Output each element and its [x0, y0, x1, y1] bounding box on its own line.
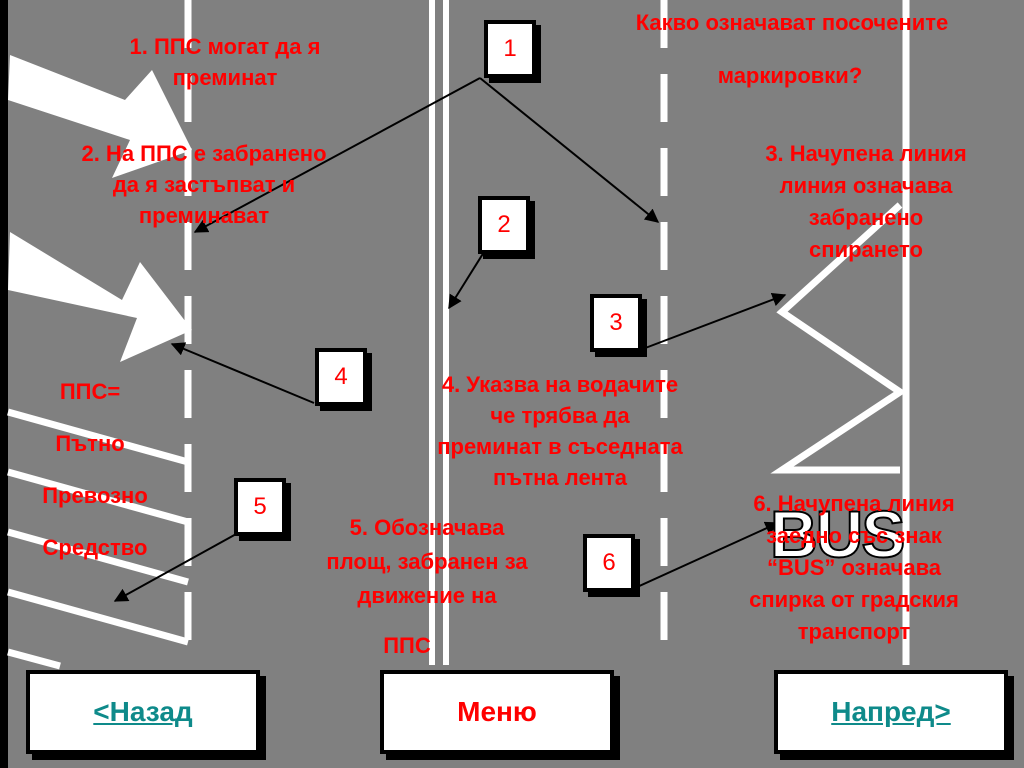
zigzag-line: [770, 202, 907, 474]
menu-label[interactable]: Меню: [457, 696, 537, 727]
pointer-arrow-1a: [193, 77, 481, 233]
diagonal-hatching: [7, 408, 189, 670]
label-4-line-3: преминат в съседната: [437, 434, 683, 459]
pointer-arrow-3: [639, 292, 787, 351]
label-6-line-3: “BUS” означава: [766, 555, 942, 580]
legend-word-2: Превозно: [42, 483, 148, 508]
back-link[interactable]: <Назад: [93, 696, 193, 727]
label-4: 4. Указва на водачите че трябва да преми…: [395, 369, 725, 493]
label-6-line-2: заедно със знак: [766, 523, 942, 548]
pointer-arrow-6: [634, 521, 780, 589]
left-edge: [0, 0, 8, 768]
label-2-line-3: преминават: [138, 203, 270, 228]
label-6-line-4: спирка от градския: [749, 587, 959, 612]
label-1: 1. ППС могат да я преминат: [75, 31, 375, 93]
label-2-line-1: 2. На ППС е забранено: [81, 141, 327, 166]
lane-change-arrow-top: [8, 55, 192, 178]
marker-1: 1: [484, 20, 536, 78]
label-3-line-3: забранено: [808, 205, 924, 230]
pointer-arrow-2: [448, 251, 485, 310]
label-2: 2. На ППС е забранено да я застъпват и п…: [36, 138, 372, 231]
label-5-line-3: движение на: [357, 583, 497, 608]
bus-marking: BUS: [769, 496, 906, 572]
label-1-line-2: преминат: [172, 65, 278, 90]
next-button[interactable]: Напред>: [774, 670, 1008, 754]
label-3-line-2: линия означава: [779, 173, 953, 198]
label-4-line-2: че трябва да: [490, 403, 630, 428]
menu-button[interactable]: Меню: [380, 670, 614, 754]
label-3-line-4: спирането: [809, 237, 923, 262]
marker-5: 5: [234, 478, 286, 536]
legend-word-1: Пътно: [55, 431, 125, 456]
pointer-arrow-5: [113, 532, 239, 602]
label-5: 5. Обозначава площ, забранен за движение…: [282, 511, 572, 663]
pointer-arrow-1b: [479, 77, 660, 223]
back-button[interactable]: <Назад: [26, 670, 260, 754]
legend-word-3: Средство: [42, 535, 148, 560]
marker-3: 3: [590, 294, 642, 352]
label-5-line-2: площ, забранен за: [326, 549, 528, 574]
marker-6: 6: [583, 534, 635, 592]
label-3: 3. Начупена линия линия означава забране…: [718, 138, 1014, 266]
label-2-line-2: да я застъпват и: [112, 172, 296, 197]
label-1-line-1: 1. ППС могат да я: [129, 34, 321, 59]
label-6-line-1: 6. Начупена линия: [753, 491, 955, 516]
next-link[interactable]: Напред>: [831, 696, 951, 727]
lane-change-arrow-bottom: [8, 232, 192, 362]
label-3-line-1: 3. Начупена линия: [765, 141, 967, 166]
label-5-line-4: ППС: [383, 633, 431, 658]
marker-4: 4: [315, 348, 367, 406]
legend-title: ППС=: [59, 379, 121, 404]
question-line-2: маркировки?: [717, 63, 863, 88]
label-4-line-1: 4. Указва на водачите: [441, 372, 679, 397]
pointer-arrow-4: [170, 342, 315, 404]
question-line-1: Какво означават посочените: [635, 10, 949, 35]
marker-2: 2: [478, 196, 530, 254]
label-6-line-5: транспорт: [797, 619, 911, 644]
label-6: 6. Начупена линия заедно със знак “BUS” …: [704, 488, 1004, 648]
label-4-line-4: пътна лента: [493, 465, 627, 490]
label-5-line-1: 5. Обозначава: [349, 515, 505, 540]
